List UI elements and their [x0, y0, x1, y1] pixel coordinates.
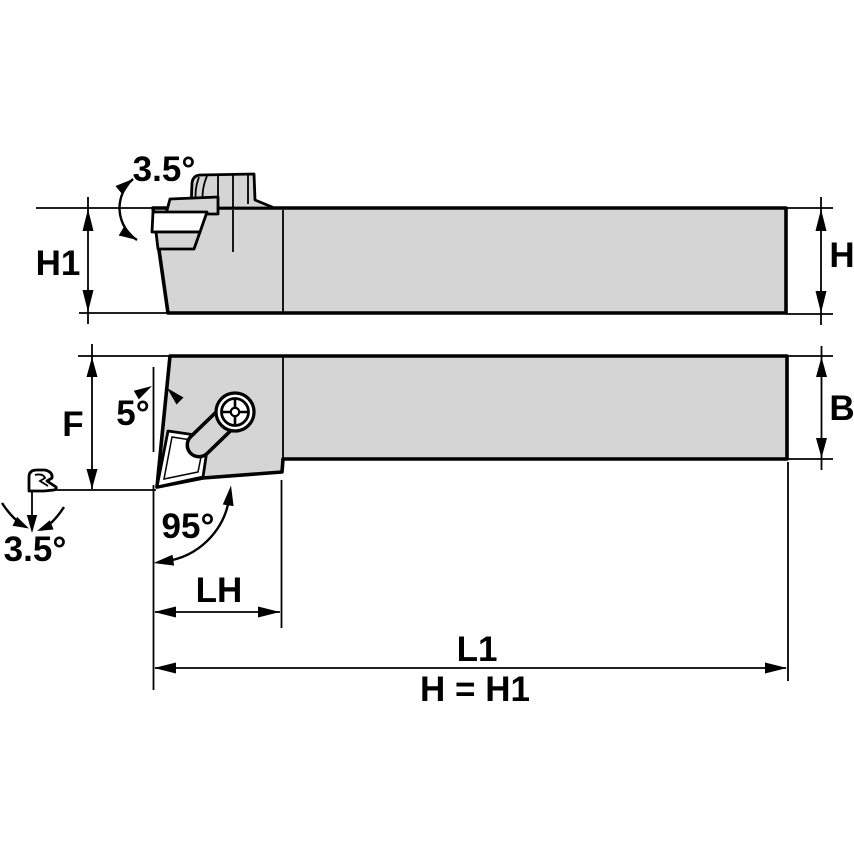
l1-label: L1 — [457, 630, 498, 669]
clearance-arrow-right-icon — [167, 388, 184, 405]
b-arrow-down-icon — [816, 438, 827, 458]
equality-note: H = H1 — [420, 670, 530, 709]
side-insert — [150, 210, 209, 234]
f-arrow-down-icon — [86, 469, 98, 489]
h1-arrow-up-icon — [82, 209, 94, 231]
b-arrow-up-icon — [816, 357, 827, 377]
lh-arrow-right-icon — [258, 606, 280, 618]
h-arrow-down-icon — [815, 291, 827, 313]
side-insert-shim — [154, 230, 202, 251]
lever-screw-ring — [220, 397, 250, 427]
lead-angle-annotation: 95° — [153, 485, 234, 566]
plan-view-body — [155, 354, 789, 489]
insert-tilt-annotation: 3.5° — [0, 468, 67, 569]
h1-arrow-down-icon — [82, 290, 94, 312]
lh-arrow-left-icon — [154, 606, 176, 618]
h-label: H — [829, 236, 854, 275]
lead-angle-arrow-left-icon — [153, 554, 175, 566]
lh-label: LH — [196, 571, 243, 610]
lead-angle-label: 95° — [162, 507, 215, 546]
h1-label: H1 — [36, 244, 81, 283]
insert-tilt-angle-label: 3.5° — [4, 530, 67, 569]
b-label: B — [829, 389, 854, 428]
clearance-arrow-left-icon — [133, 386, 152, 400]
insert-profile-chipbreaker-line — [34, 473, 49, 487]
lead-angle-arrow-up-icon — [222, 485, 234, 507]
h-arrow-up-icon — [815, 209, 827, 231]
f-arrow-up-icon — [86, 357, 98, 377]
clamp-angle-arrow-up-icon — [115, 179, 133, 195]
l1-arrow-right-icon — [765, 662, 787, 674]
dimension-h1: H1 — [36, 197, 94, 324]
clearance-angle-label: 5° — [116, 394, 149, 433]
lever-screw-center — [229, 406, 241, 418]
side-view-body — [151, 206, 788, 315]
insert-profile-icon — [27, 468, 58, 493]
tilt-arc-left-arrow-icon — [12, 516, 29, 529]
dimension-h: H — [815, 197, 854, 325]
clamp-angle-arrow-down-icon — [118, 226, 137, 240]
lead-angle-arc — [165, 497, 231, 563]
side-view: 3.5° H1 H — [36, 150, 854, 325]
tilt-arc-right-arrow-icon — [37, 520, 54, 531]
plan-view: 5° 95° 3.5° F — [0, 344, 854, 709]
clamp-angle-label: 3.5° — [133, 150, 196, 189]
clamp-angle-annotation: 3.5° — [115, 150, 196, 242]
dimension-f: F — [62, 344, 98, 489]
dimension-lh: LH — [154, 480, 283, 628]
dimension-b: B — [816, 346, 854, 470]
f-label: F — [62, 405, 83, 444]
clearance-angle-annotation: 5° — [116, 386, 184, 433]
tilt-arrow-down-icon — [26, 515, 38, 533]
dimension-l1: L1 — [154, 462, 789, 681]
l1-arrow-left-icon — [154, 662, 176, 674]
